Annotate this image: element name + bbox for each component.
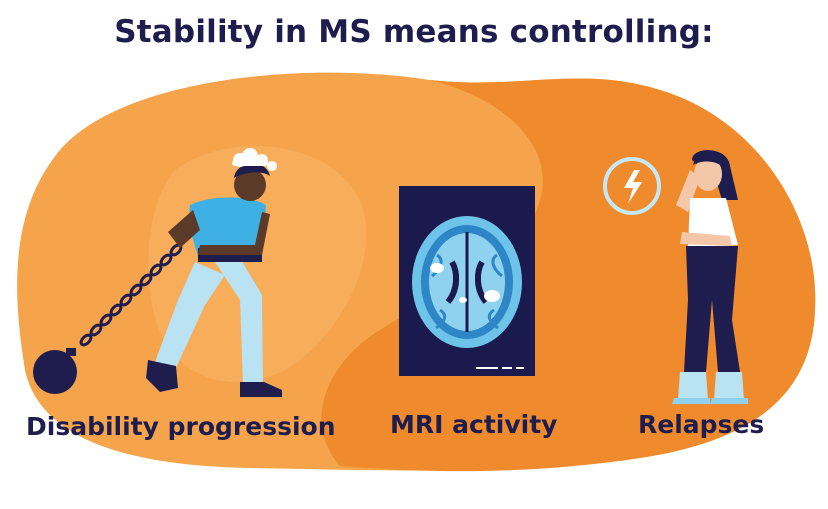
label-mri-activity: MRI activity	[390, 410, 558, 439]
mri-scan-icon	[399, 186, 535, 376]
lightning-icon	[603, 157, 661, 215]
woman-with-headache-icon	[672, 150, 748, 404]
person-dragging-ball-icon	[33, 148, 282, 397]
page-title: Stability in MS means controlling:	[114, 14, 714, 50]
label-disability-progression: Disability progression	[26, 412, 336, 441]
label-relapses: Relapses	[638, 410, 765, 439]
